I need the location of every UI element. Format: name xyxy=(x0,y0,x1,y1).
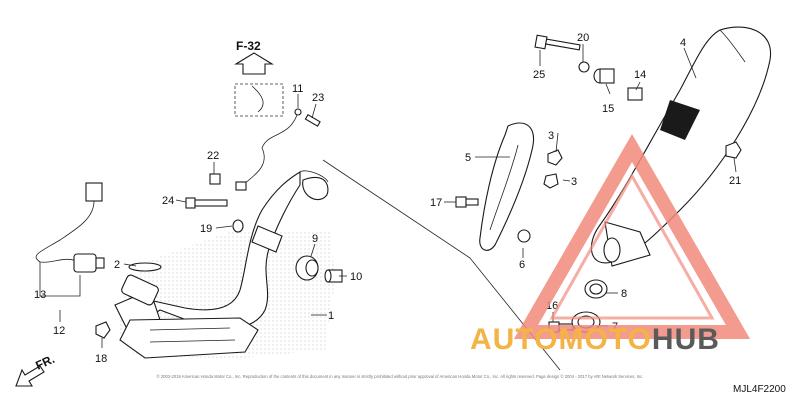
copyright-text: © 2002-2019 American Honda Motor Co., In… xyxy=(157,374,644,379)
watermark-text: AUTOMOTOHUB xyxy=(470,323,720,356)
bolt-17 xyxy=(455,196,479,208)
collar-6 xyxy=(517,229,531,243)
washer-19 xyxy=(232,219,244,233)
watermark-part-a: AUTOMOTO xyxy=(470,323,652,356)
exhaust-pipe xyxy=(114,170,329,359)
callout-15: 15 xyxy=(602,103,614,115)
callout-4: 4 xyxy=(680,37,686,49)
callout-17: 17 xyxy=(430,197,442,209)
callout-2: 2 xyxy=(114,259,120,271)
callout-3-upper: 3 xyxy=(548,130,554,142)
front-direction-arrow: FR. xyxy=(15,352,57,387)
callout-5: 5 xyxy=(465,152,471,164)
callout-1: 1 xyxy=(328,310,334,322)
callout-14: 14 xyxy=(634,69,646,81)
section-ref-label: F-32 xyxy=(236,39,261,53)
callout-23: 23 xyxy=(312,92,324,104)
front-direction-label: FR. xyxy=(33,352,56,373)
callout-11: 11 xyxy=(292,83,303,95)
sensor-wire xyxy=(235,108,302,191)
callout-13: 13 xyxy=(34,289,46,301)
bolt-23 xyxy=(304,114,321,127)
callout-25: 25 xyxy=(533,69,545,81)
callout-8: 8 xyxy=(621,288,627,300)
grommet-9 xyxy=(295,255,319,281)
callout-21: 21 xyxy=(729,175,741,187)
callout-3-lower: 3 xyxy=(571,176,577,188)
washer-20 xyxy=(578,61,590,73)
collar-10 xyxy=(324,269,343,283)
watermark: AUTOMOTOHUB xyxy=(470,133,751,356)
callout-10: 10 xyxy=(350,271,362,283)
watermark-part-b: HUB xyxy=(652,323,720,356)
nut-18 xyxy=(95,321,111,339)
collar-14 xyxy=(627,87,643,101)
section-ref-arrow: F-32 xyxy=(234,39,274,75)
callout-12: 12 xyxy=(53,325,65,337)
callout-22: 22 xyxy=(207,150,219,162)
nut-22 xyxy=(209,173,221,185)
callout-19: 19 xyxy=(200,223,212,235)
muffler xyxy=(591,26,772,267)
callout-24: 24 xyxy=(162,195,174,207)
callout-20: 20 xyxy=(577,32,589,44)
callout-18: 18 xyxy=(95,353,107,365)
sensor-assembly xyxy=(35,182,105,273)
bolt-25 xyxy=(534,34,581,51)
drawing-code: MJL4F2200 xyxy=(733,384,786,395)
bush-15 xyxy=(593,68,615,84)
band-8 xyxy=(584,279,608,299)
callout-6: 6 xyxy=(519,259,525,271)
bolt-24 xyxy=(185,197,228,209)
nut-3-lower xyxy=(543,173,559,189)
nut-21 xyxy=(725,141,742,159)
nut-3-upper xyxy=(547,149,563,166)
gasket-2 xyxy=(128,262,162,272)
callout-9: 9 xyxy=(312,233,318,245)
watermark-triangle xyxy=(513,133,751,339)
heat-shield xyxy=(479,122,534,251)
